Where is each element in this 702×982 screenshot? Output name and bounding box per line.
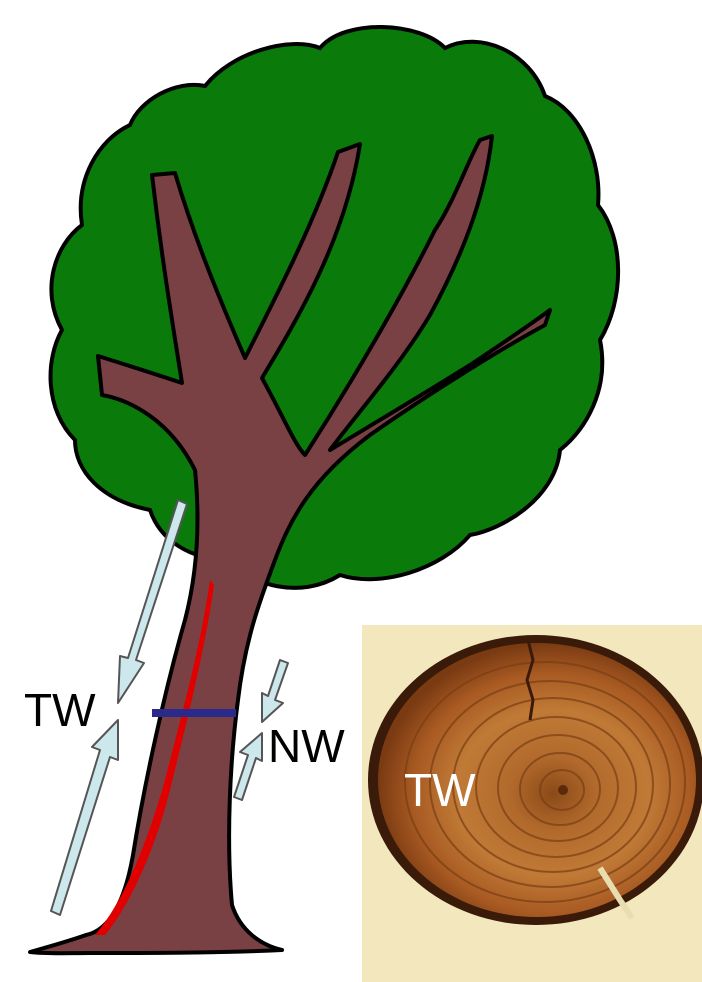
tension-wood-label: TW bbox=[24, 684, 96, 736]
tension-wood-photo-label: TW bbox=[404, 764, 476, 816]
tw-arrow-up bbox=[51, 720, 118, 915]
tree-canopy-icon bbox=[51, 27, 619, 588]
nw-arrow-down bbox=[262, 660, 288, 722]
pith bbox=[558, 785, 568, 795]
wood-disc-photo: TW bbox=[362, 625, 702, 982]
nw-arrow-up bbox=[234, 733, 262, 800]
normal-wood-label: NW bbox=[268, 720, 345, 772]
